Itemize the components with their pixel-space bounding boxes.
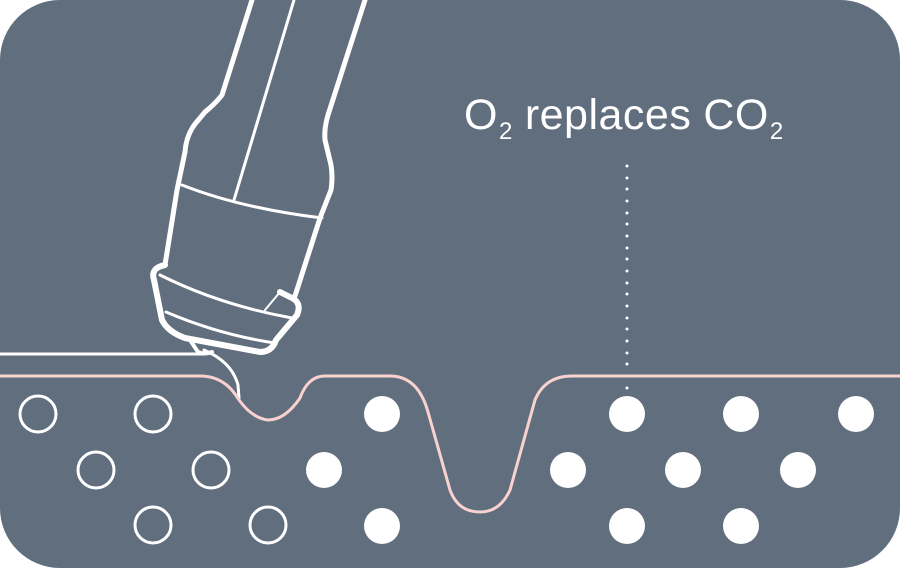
label-co: CO <box>703 91 769 139</box>
label-o: O <box>464 91 498 139</box>
dotted-pointer-line <box>625 164 629 390</box>
skin-contour-line <box>0 374 900 514</box>
label-sub-2: 2 <box>769 118 784 145</box>
o2-filled-circles <box>306 396 874 544</box>
co2-hollow-circles <box>18 394 288 545</box>
label-sub-1: 2 <box>498 118 513 145</box>
label-replaces: replaces <box>524 91 692 139</box>
nozzle-icon <box>150 0 368 400</box>
